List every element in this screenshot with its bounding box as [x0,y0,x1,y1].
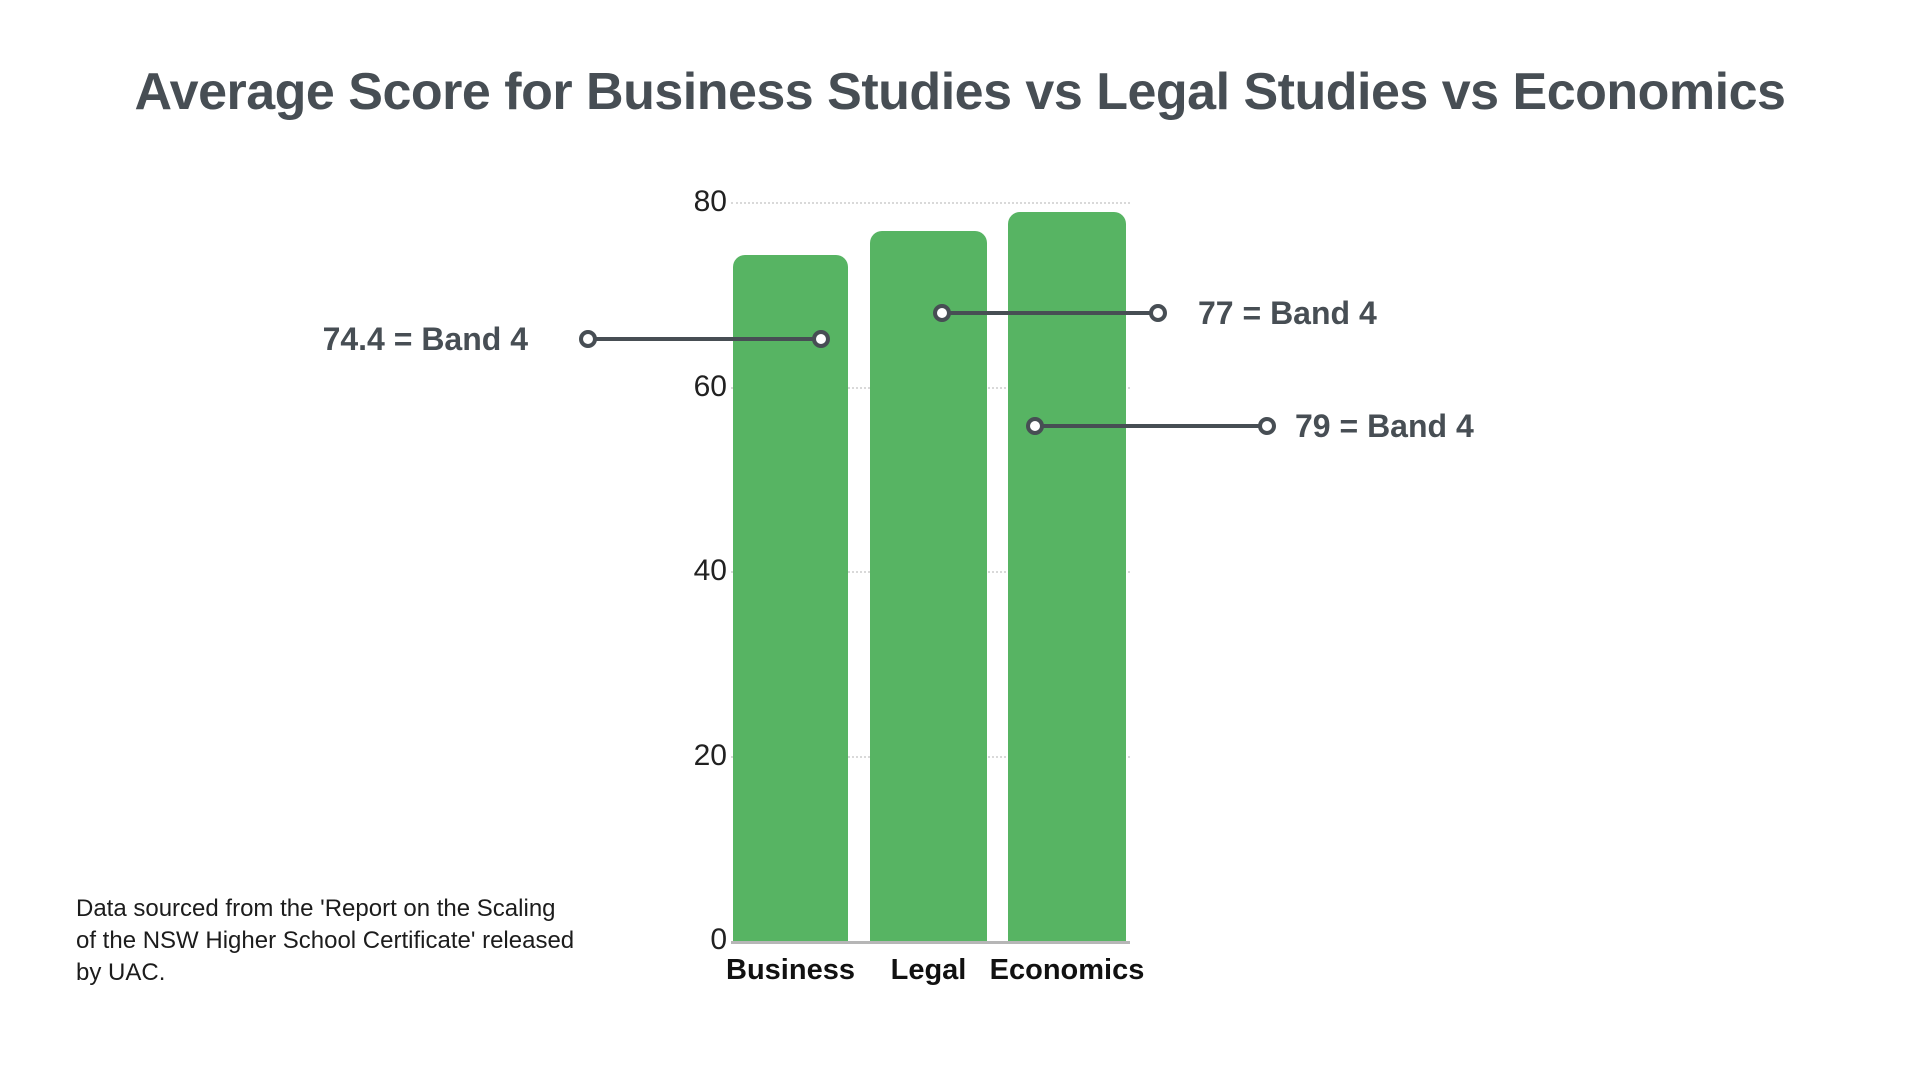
x-axis-line [731,941,1130,944]
annotation-dot-business-end [812,330,830,348]
y-tick-label-40: 40 [693,554,727,587]
gridline-y80 [731,202,1130,204]
y-tick-label-0: 0 [710,923,727,956]
y-tick-label-80: 80 [693,185,727,218]
annotation-line-business [588,337,821,341]
x-label-business: Business [726,954,855,986]
annotation-line-legal [942,311,1158,315]
annotation-dot-economics-start [1026,417,1044,435]
annotation-label-business: 74.4 = Band 4 [322,321,528,357]
annotation-dot-legal-end [1149,304,1167,322]
annotation-label-legal: 77 = Band 4 [1198,295,1377,331]
bar-business [733,254,848,941]
annotation-label-economics: 79 = Band 4 [1295,408,1474,444]
annotation-dot-business-start [579,330,597,348]
bar-legal [870,230,987,941]
bar-economics [1008,212,1126,941]
y-tick-label-20: 20 [693,738,727,772]
x-label-legal: Legal [890,954,967,986]
y-tick-label-60: 60 [693,369,727,403]
x-label-economics: Economics [989,954,1145,986]
annotation-dot-legal-start [933,304,951,322]
annotation-line-economics [1035,424,1267,428]
annotation-dot-economics-end [1258,417,1276,435]
chart-title: Average Score for Business Studies vs Le… [134,63,1786,121]
source-note: Data sourced from the 'Report on the Sca… [76,895,575,986]
